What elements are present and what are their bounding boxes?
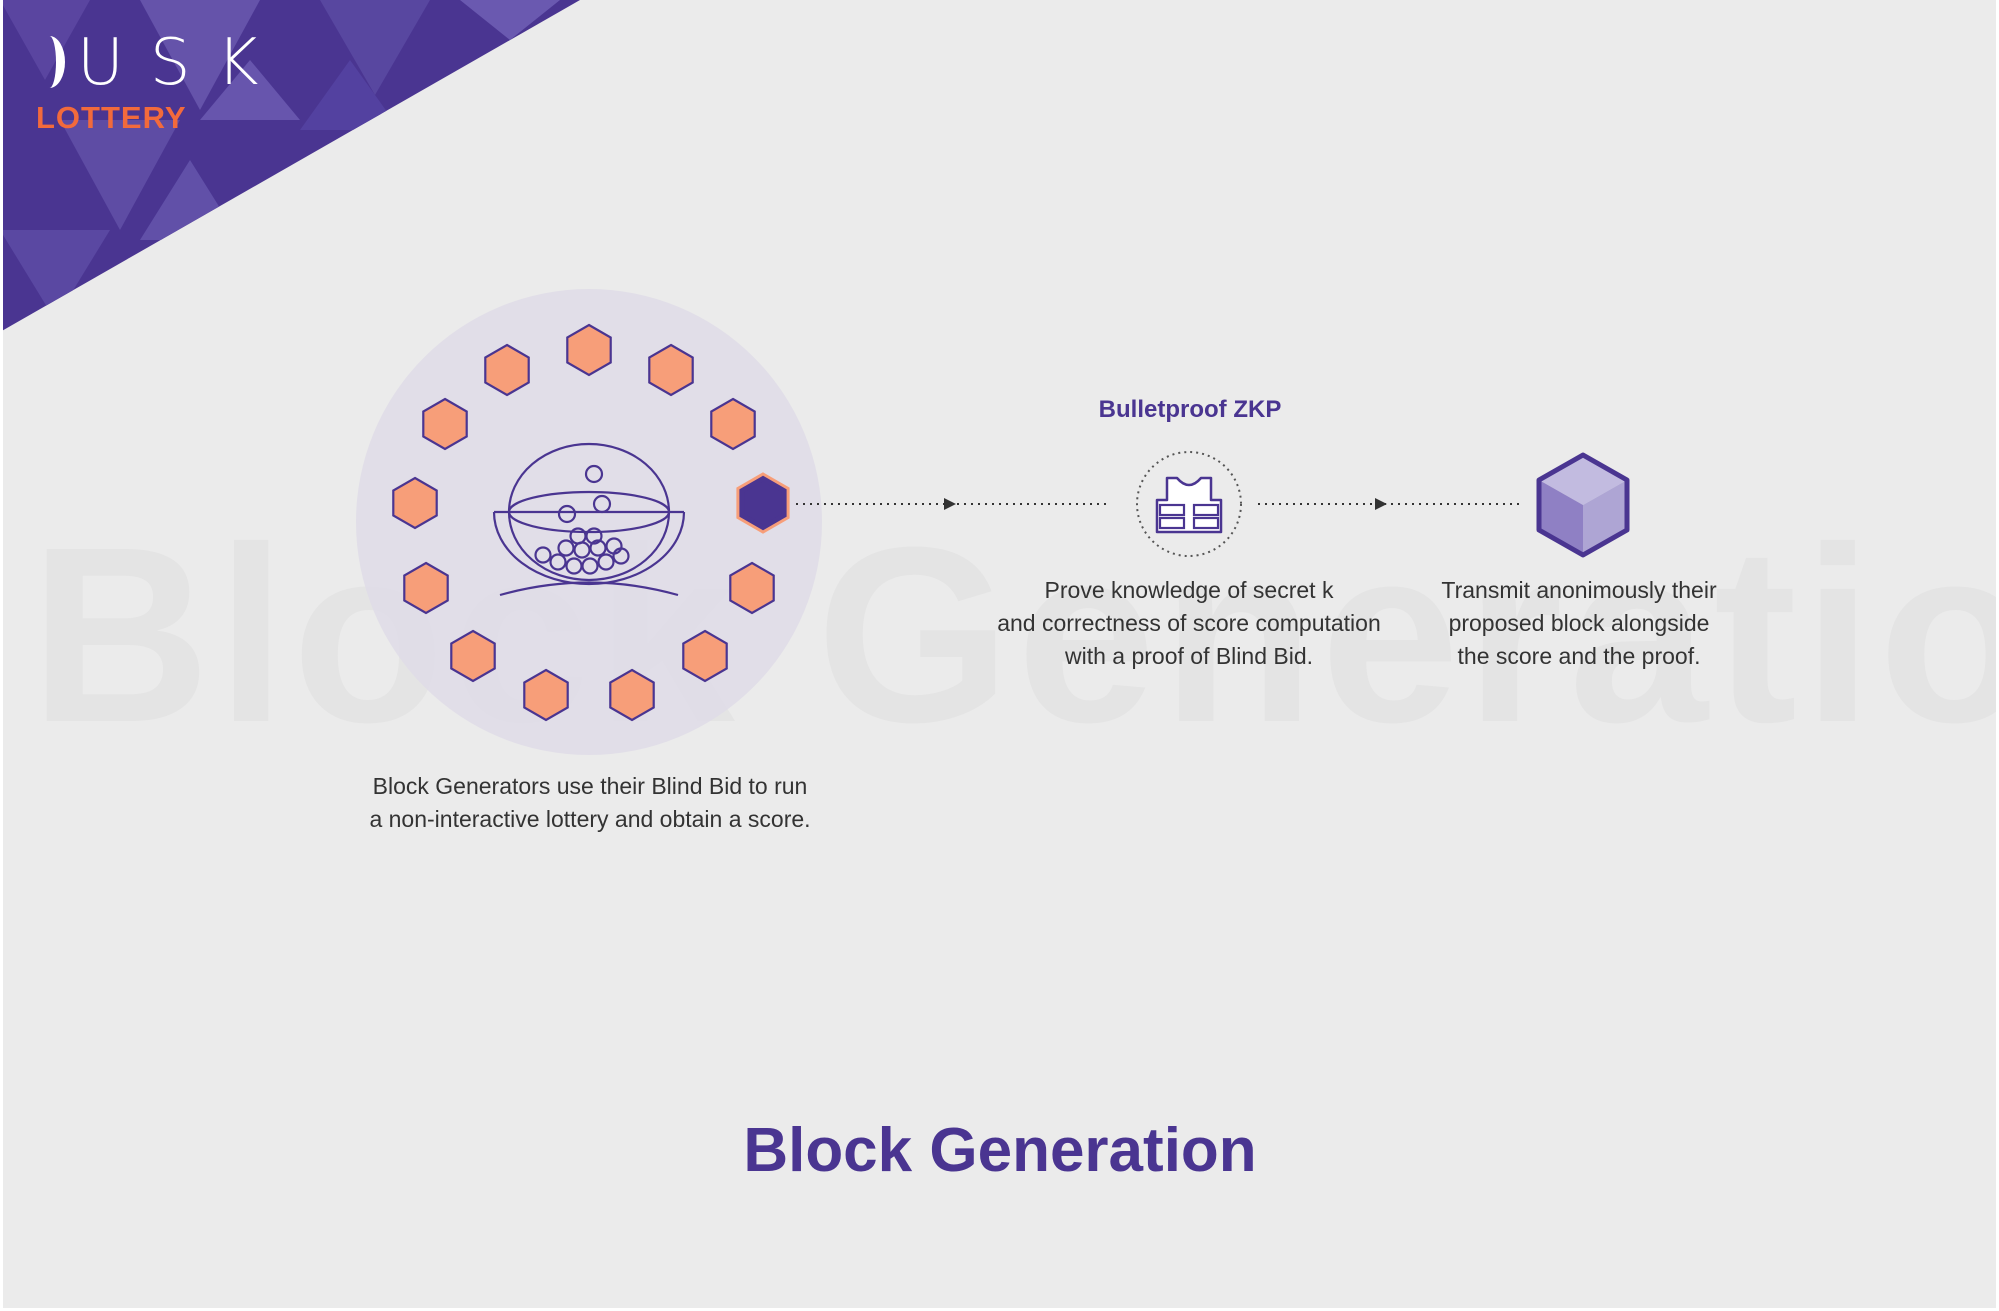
hexagon [450, 629, 496, 683]
zkp-label: Bulletproof ZKP [1098, 396, 1282, 423]
caption-line: and correctness of score computation [997, 610, 1381, 636]
corner-banner [0, 0, 580, 332]
caption-line: proposed block alongside [1448, 610, 1710, 636]
selected-hexagon-outline [736, 472, 790, 534]
moon-logo-icon [34, 36, 65, 88]
bulletproof-vest-icon [1136, 451, 1242, 557]
hexagon [710, 397, 756, 451]
brand-logo: USK [34, 26, 284, 100]
block-cube-icon [1536, 452, 1630, 558]
hexagon [566, 323, 612, 377]
step-1-caption: Block Generators use their Blind Bid to … [340, 770, 840, 836]
caption-line: Prove knowledge of secret k [1044, 577, 1334, 603]
hexagon [729, 561, 775, 615]
hexagon [422, 397, 468, 451]
hexagon [609, 668, 655, 722]
hexagon [648, 343, 694, 397]
step-3-caption: Transmit anonimously their proposed bloc… [1389, 574, 1769, 673]
brand-product: LOTTERY [36, 100, 187, 135]
caption-line: the score and the proof. [1457, 643, 1701, 669]
lottery-drum-icon [492, 442, 686, 597]
hexagon [403, 561, 449, 615]
hexagon [682, 629, 728, 683]
page-title: Block Generation [743, 1116, 1257, 1185]
step-2-caption: Prove knowledge of secret k and correctn… [989, 574, 1389, 673]
caption-line: with a proof of Blind Bid. [1064, 643, 1314, 669]
arrow-icon [796, 498, 1106, 510]
selected-hexagon [738, 474, 788, 532]
hexagon [523, 668, 569, 722]
caption-line: Transmit anonimously their [1441, 577, 1717, 603]
caption-line: a non-interactive lottery and obtain a s… [369, 806, 811, 832]
caption-line: Block Generators use their Blind Bid to … [372, 773, 808, 799]
hexagon [392, 476, 438, 530]
brand-name: USK [77, 26, 285, 100]
arrow-icon [1258, 498, 1522, 510]
hexagon [484, 343, 530, 397]
hexagon-ring [392, 323, 790, 722]
